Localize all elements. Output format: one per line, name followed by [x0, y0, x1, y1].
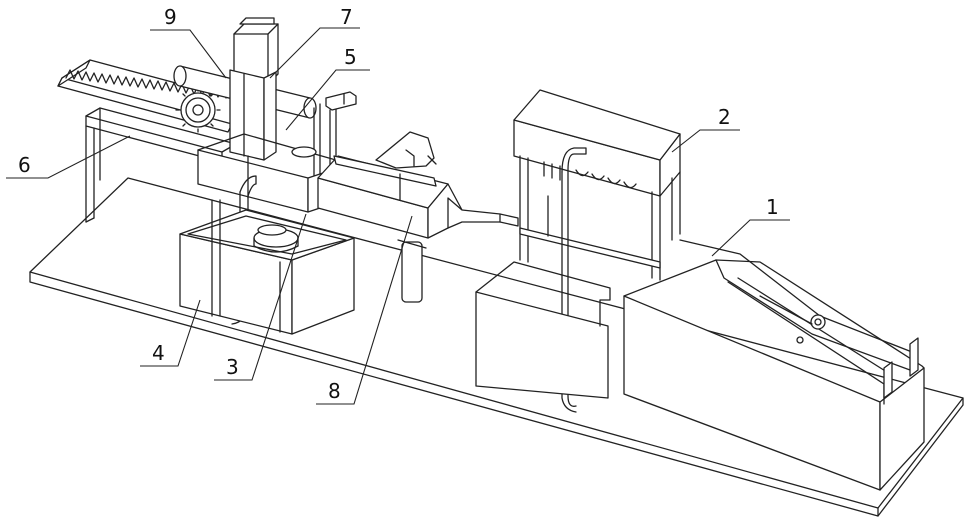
label-7: 7	[340, 5, 353, 29]
label-8: 8	[328, 379, 341, 403]
label-1: 1	[766, 195, 779, 219]
label-3: 3	[226, 355, 239, 379]
label-9: 9	[164, 5, 177, 29]
label-4: 4	[152, 341, 165, 365]
spray-housing	[514, 90, 680, 280]
mounting-block	[230, 70, 276, 160]
label-2: 2	[718, 105, 731, 129]
label-5: 5	[344, 45, 357, 69]
connector-bar	[500, 214, 518, 226]
label-6: 6	[18, 153, 31, 177]
